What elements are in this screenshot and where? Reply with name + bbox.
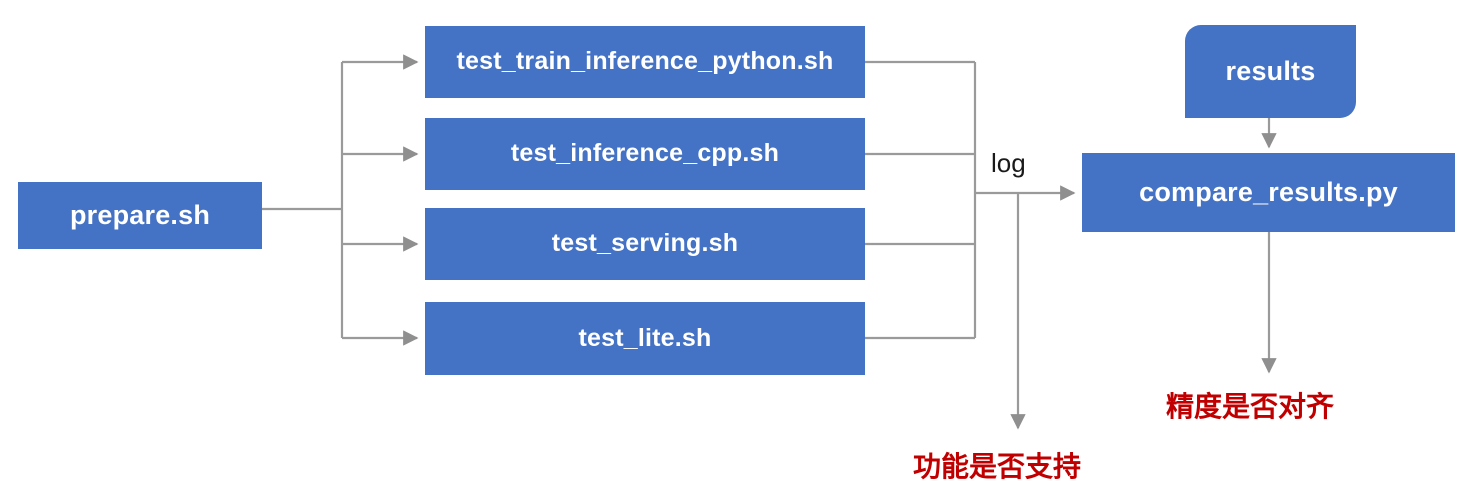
node-prepare-sh-label: prepare.sh — [69, 199, 211, 230]
node-test-inference-cpp-sh[interactable]: test_inference_cpp.sh — [425, 118, 865, 190]
node-test-serving-sh[interactable]: test_serving.sh — [425, 208, 865, 280]
node-results-label: results — [1225, 55, 1316, 86]
node-test-serving-sh-label: test_serving.sh — [551, 229, 739, 258]
node-compare-results-py-label: compare_results.py — [1139, 176, 1398, 207]
node-test-lite-sh[interactable]: test_lite.sh — [425, 302, 865, 375]
node-test-lite-sh-label: test_lite.sh — [578, 323, 712, 352]
node-compare-results-py[interactable]: compare_results.py — [1082, 153, 1455, 232]
node-test-train-inference-python-sh-label: test_train_inference_python.sh — [456, 47, 834, 76]
node-test-train-inference-python-sh[interactable]: test_train_inference_python.sh — [425, 26, 865, 98]
node-prepare-sh[interactable]: prepare.sh — [18, 182, 262, 249]
note-function-supported: 功能是否支持 — [913, 451, 1082, 482]
node-test-inference-cpp-sh-label: test_inference_cpp.sh — [510, 139, 780, 168]
node-results[interactable]: results — [1185, 25, 1356, 118]
edge-label-log: log — [991, 148, 1026, 178]
note-accuracy-aligned: 精度是否对齐 — [1166, 391, 1335, 422]
